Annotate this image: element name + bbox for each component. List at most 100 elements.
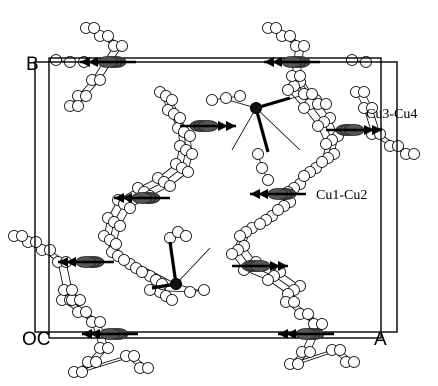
ligand-atom	[182, 166, 194, 178]
ligand-atom	[288, 296, 300, 308]
ligand-atom	[184, 130, 196, 142]
ligand-atom	[298, 40, 310, 52]
ligand-atom	[320, 138, 332, 150]
axis-label-b: B	[26, 54, 39, 75]
ligand-atom	[316, 156, 328, 168]
ligand-atom	[114, 220, 126, 232]
ligand-atom	[252, 148, 264, 160]
spin-arrow-head	[66, 257, 76, 267]
ligand-atom	[110, 238, 122, 250]
ligand-atom	[186, 148, 198, 160]
ligand-atom	[392, 140, 404, 152]
site-label-cu3-cu4: Cu3-Cu4	[366, 107, 417, 122]
bridging-atom	[170, 278, 182, 290]
ligand-atom	[294, 70, 306, 82]
spin-arrow-head	[90, 329, 100, 339]
spin-arrow-head	[264, 57, 274, 67]
ligand-atom	[262, 274, 274, 286]
spin-arrow-head	[372, 125, 382, 135]
spin-arrow-head	[364, 125, 374, 135]
ligand-atom	[408, 148, 420, 160]
atom-layer	[8, 22, 420, 378]
spin-arrow-head	[58, 257, 68, 267]
spin-arrow-head	[278, 261, 288, 271]
ligand-atom	[298, 102, 310, 114]
ligand-atom	[94, 74, 106, 86]
ligand-atom	[30, 236, 42, 248]
ligand-atom	[234, 230, 246, 242]
ligand-atom	[270, 22, 282, 34]
ligand-atom	[94, 316, 106, 328]
ligand-atom	[116, 40, 128, 52]
ligand-atom	[256, 162, 268, 174]
spin-arrow-head	[278, 329, 288, 339]
bridging-atom	[250, 102, 262, 114]
ligand-atom	[136, 266, 148, 278]
ligand-atom	[44, 244, 56, 256]
ligand-atom	[306, 88, 318, 100]
ligand-atom	[166, 94, 178, 106]
ligand-atom	[128, 350, 140, 362]
ligand-atom	[262, 174, 274, 186]
spin-arrow-head	[272, 57, 282, 67]
spin-arrow-head	[80, 57, 90, 67]
spin-arrow-head	[114, 193, 124, 203]
ligand-atom	[142, 362, 154, 374]
ligand-atom	[220, 92, 232, 104]
ligand-atom	[184, 286, 196, 298]
ligand-atom	[118, 254, 130, 266]
copper-layer	[58, 56, 382, 340]
ligand-atom	[272, 204, 284, 216]
ligand-atom	[320, 98, 332, 110]
ligand-atom	[304, 346, 316, 358]
axis-label-a: A	[374, 329, 387, 350]
ligand-atom	[72, 100, 84, 112]
ligand-atom	[316, 318, 328, 330]
bond	[175, 247, 211, 285]
unit-cell-frame	[34, 57, 398, 339]
ligand-atom	[102, 342, 114, 354]
ligand-atom	[180, 230, 192, 242]
ligand-atom	[206, 94, 218, 106]
axis-label-origin: OC	[22, 329, 51, 350]
cell-outline-back	[34, 61, 398, 333]
ligand-atom	[174, 112, 186, 124]
ligand-atom	[254, 218, 266, 230]
ligand-atom	[66, 284, 78, 296]
ligand-atom	[334, 344, 346, 356]
ligand-atom	[366, 102, 378, 114]
ligand-atom	[80, 90, 92, 102]
ligand-atom	[50, 54, 62, 66]
ligand-atom	[346, 54, 358, 66]
spin-arrow-head	[286, 329, 296, 339]
ligand-atom	[16, 230, 28, 242]
spin-arrow-head	[250, 189, 260, 199]
bridge-bond	[168, 241, 178, 285]
ligand-atom	[166, 294, 178, 306]
ligand-atom	[74, 294, 86, 306]
spin-arrow-head	[218, 121, 228, 131]
ligand-atom	[292, 358, 304, 370]
label-layer: B OC A Cu3-Cu4 Cu1-Cu2	[22, 54, 417, 350]
ligand-atom	[102, 30, 114, 42]
ligand-atom	[90, 356, 102, 368]
ligand-atom	[164, 180, 176, 192]
spin-arrow-head	[270, 261, 280, 271]
ligand-atom	[298, 170, 310, 182]
ligand-atom	[312, 120, 324, 132]
ligand-atom	[198, 284, 210, 296]
ligand-atom	[226, 248, 238, 260]
cell-outline-front	[48, 57, 382, 339]
ligand-atom	[80, 306, 92, 318]
spin-arrow-head	[258, 189, 268, 199]
ligand-atom	[234, 90, 246, 102]
spin-arrow-head	[122, 193, 132, 203]
ligand-atom	[76, 366, 88, 378]
ligand-atom	[88, 22, 100, 34]
bond	[255, 107, 301, 151]
ligand-atom	[284, 30, 296, 42]
site-label-cu1-cu2: Cu1-Cu2	[316, 188, 367, 203]
ligand-atom	[302, 308, 314, 320]
